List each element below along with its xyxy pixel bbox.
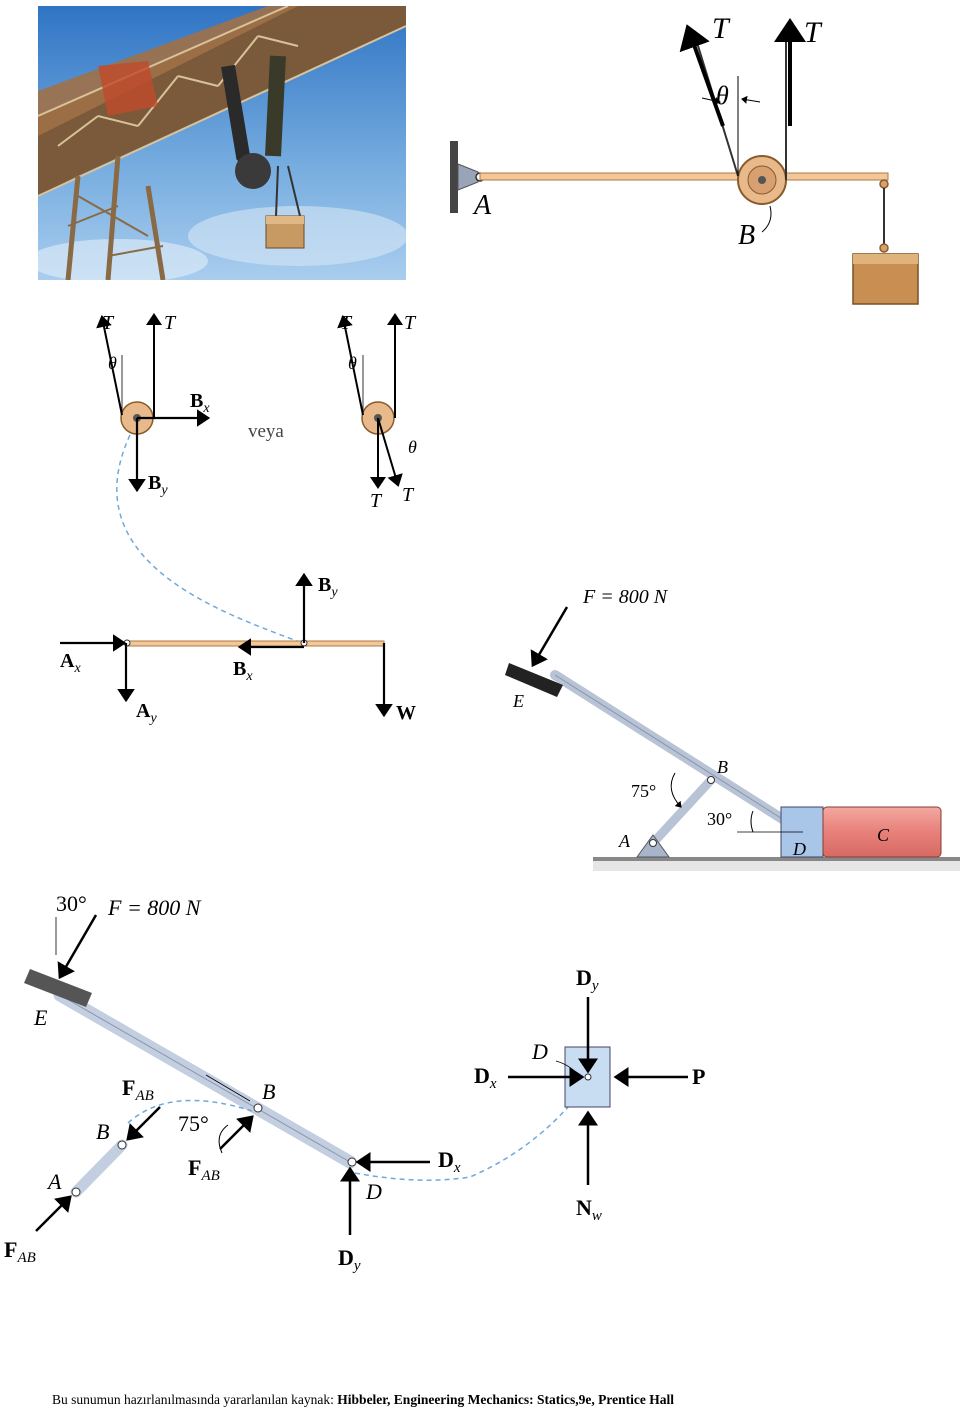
force-label: F = 800 N (582, 586, 669, 608)
label-theta: θ (108, 353, 117, 373)
pin-support (457, 163, 479, 191)
citation-prefix: Bu sunumun hazırlanılmasında yararlanıla… (52, 1392, 338, 1407)
label-Bx-beam: Bx (233, 658, 253, 684)
lever-handle (24, 969, 92, 1007)
ground (593, 857, 960, 861)
label-Dy-block: Dy (576, 965, 599, 994)
label-D: D (365, 1179, 382, 1204)
label-theta: θ (348, 353, 357, 373)
angle-30: 30° (56, 891, 87, 916)
linkage-fbd-svg: 30° F = 800 N 75° E FAB (4, 891, 705, 1274)
label-B: B (738, 220, 755, 251)
force-arrow (530, 606, 569, 668)
label-By-beam: By (318, 574, 338, 600)
crane-photo (28, 5, 408, 283)
wall (450, 141, 458, 213)
label-Ax: Ax (60, 650, 81, 676)
connector-dashed (116, 434, 303, 644)
label-E: E (33, 1005, 48, 1030)
label-A: A (46, 1169, 62, 1194)
label-D-block: D (531, 1039, 548, 1064)
label-Bx: Bx (190, 390, 210, 416)
label-B: B (717, 757, 728, 777)
label-T-vertical: T (804, 16, 823, 49)
force-arrow (57, 914, 98, 980)
label-T-inclined: T (712, 12, 731, 45)
pulley-system-svg: T T θ A B (450, 12, 919, 305)
pulley-system-diagram: T T θ A B (440, 6, 940, 306)
label-T: T (402, 484, 415, 506)
crane-photo-drawing (28, 5, 408, 283)
citation-source: Hibbeler, Engineering Mechanics: Statics… (337, 1392, 675, 1407)
angle-75: 75° (178, 1111, 209, 1136)
label-Nw: Nw (576, 1195, 602, 1224)
label-Dy: Dy (338, 1245, 361, 1274)
pulley-beam-fbd: T T θ Bx By veya T T θ θ T T Ax Ay By Bx (50, 305, 430, 745)
label-C: C (877, 825, 890, 845)
label-W: W (396, 702, 416, 724)
label-E: E (512, 691, 524, 711)
label-FAB-2: FAB (188, 1155, 220, 1184)
label-Ay: Ay (136, 700, 157, 726)
label-Dx: Dx (438, 1147, 461, 1176)
label-Dx-block: Dx (474, 1063, 497, 1092)
label-T: T (102, 312, 115, 334)
label-T: T (370, 490, 383, 512)
label-D: D (792, 839, 806, 859)
label-B: B (96, 1119, 109, 1144)
pulley-beam-fbd-svg: T T θ Bx By veya T T θ θ T T Ax Ay By Bx (60, 312, 417, 726)
or-text: veya (248, 421, 284, 442)
beam-AB (479, 172, 889, 181)
angle-75: 75° (631, 781, 656, 801)
label-P: P (692, 1064, 705, 1089)
linkage-svg: F = 800 N 75° 30° A B C D E (505, 586, 960, 871)
lever-handle (505, 663, 563, 697)
label-FAB-3: FAB (4, 1237, 36, 1266)
linkage-fbd: 30° F = 800 N 75° E FAB (0, 885, 720, 1285)
link-AB (648, 775, 716, 848)
angle-30: 30° (707, 809, 732, 829)
cylinder-C (822, 806, 942, 858)
label-theta: θ (716, 81, 729, 110)
force-label: F = 800 N (107, 895, 202, 920)
source-citation: Bu sunumun hazırlanılmasında yararlanıla… (52, 1392, 674, 1408)
label-T: T (164, 312, 177, 334)
link-AB-fbd (70, 1139, 128, 1198)
label-T: T (340, 312, 353, 334)
beam-fbd (125, 640, 385, 647)
label-A: A (618, 831, 631, 851)
label-By: By (148, 472, 168, 498)
label-T: T (404, 312, 417, 334)
label-FAB-1: FAB (122, 1075, 154, 1104)
label-A: A (472, 190, 492, 221)
label-B: B (262, 1079, 275, 1104)
tension-arrow-inclined (679, 24, 725, 127)
label-theta: θ (408, 437, 417, 457)
linkage-diagram: F = 800 N 75° 30° A B C D E (505, 585, 960, 880)
